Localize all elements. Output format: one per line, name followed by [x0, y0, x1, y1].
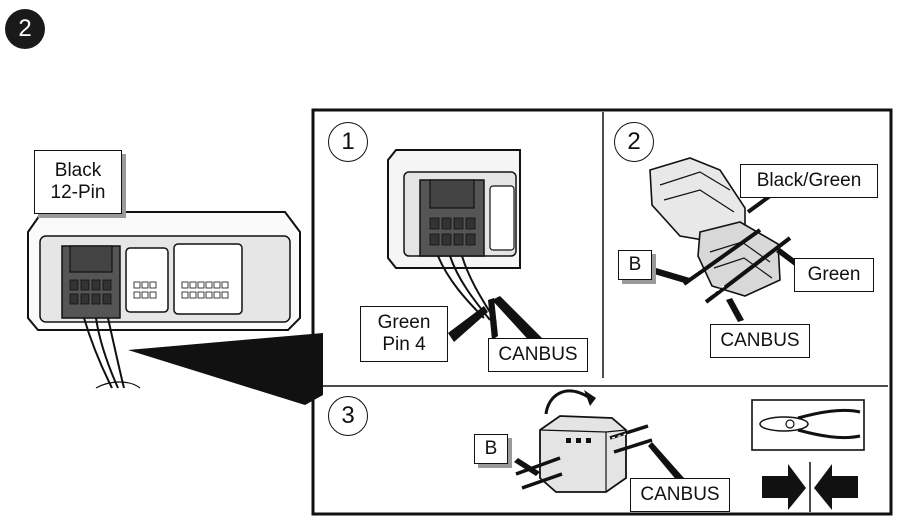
black-12pin-connector [27, 211, 301, 389]
green-label: Green [794, 258, 874, 292]
canbus-label-panel2: CANBUS [710, 324, 810, 358]
panel2-splice-connector [649, 157, 804, 322]
panel3-closed-splice [514, 389, 684, 493]
panel-1-number: 1 [328, 122, 368, 162]
black-green-label: Black/Green [740, 164, 878, 198]
connector-label-line2: 12-Pin [50, 182, 106, 203]
connector-label: Black 12-Pin [34, 150, 122, 214]
panel-3-number: 3 [328, 396, 368, 436]
detail-panel-frame [311, 108, 893, 516]
callout-wedge [128, 333, 323, 405]
press-together-arrows-icon [762, 462, 858, 512]
step-number-badge: 2 [5, 9, 45, 49]
green-pin4-label-line1: Green [377, 312, 431, 334]
green-pin4-label-line2: Pin 4 [382, 334, 426, 355]
canbus-label-panel3: CANBUS [630, 478, 730, 512]
b-label-panel3: B [474, 434, 508, 464]
panel1-connector-closeup [387, 149, 546, 346]
canbus-label-panel1: CANBUS [488, 338, 588, 372]
panel-2-number: 2 [614, 122, 654, 162]
green-pin4-label: Green Pin 4 [360, 306, 448, 362]
b-label-panel2: B [618, 250, 652, 280]
connector-label-line1: Black [54, 160, 102, 182]
pliers-icon [751, 399, 865, 451]
